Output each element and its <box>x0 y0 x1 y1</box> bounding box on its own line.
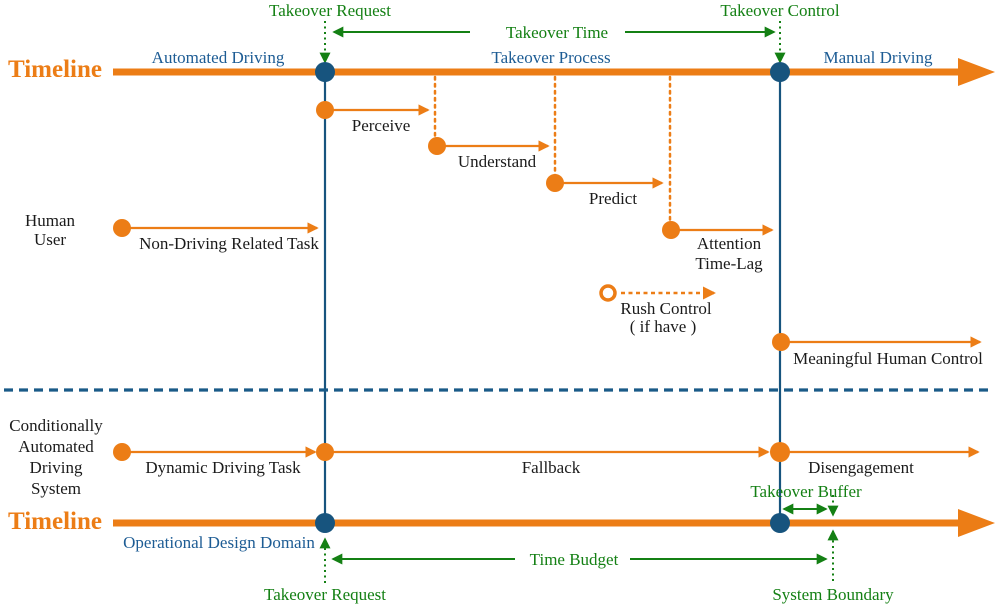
bottom-timeline-title: Timeline <box>8 508 102 535</box>
ndrt-start-dot <box>113 219 131 237</box>
disengagement-label: Disengagement <box>808 458 914 477</box>
takeover-request-bottom-label: Takeover Request <box>263 585 387 604</box>
system-actor-line4: System <box>30 479 82 498</box>
fallback-start-dot <box>316 443 334 461</box>
understand-start-dot <box>428 137 446 155</box>
understand-label: Understand <box>457 152 537 171</box>
non-driving-related-task-label: Non-Driving Related Task <box>139 234 319 253</box>
time-budget-label: Time Budget <box>529 550 619 569</box>
fallback-label: Fallback <box>521 458 581 477</box>
takeover-control-bottom-dot <box>770 513 790 533</box>
takeover-buffer-label: Takeover Buffer <box>750 482 862 501</box>
human-actor-line2: User <box>33 230 67 249</box>
top-timeline-title: Timeline <box>8 56 102 83</box>
takeover-process-label: Takeover Process <box>491 48 611 67</box>
rush-control-label-line1: Rush Control <box>620 299 712 318</box>
system-actor-line2: Automated <box>18 437 94 456</box>
attention-label-line1: Attention <box>696 234 762 253</box>
dynamic-driving-task-label: Dynamic Driving Task <box>145 458 301 477</box>
meaningful-human-control-label: Meaningful Human Control <box>793 349 983 368</box>
manual-driving-label: Manual Driving <box>823 48 933 67</box>
system-boundary-label: System Boundary <box>772 585 894 604</box>
perceive-start-dot <box>316 101 334 119</box>
rush-control-open-dot <box>599 284 617 302</box>
takeover-time-label: Takeover Time <box>505 23 609 42</box>
top-timeline-arrowhead <box>958 58 995 86</box>
disengagement-start-dot <box>770 442 790 462</box>
operational-design-domain-label: Operational Design Domain <box>123 533 315 552</box>
rush-control-label-line2: ( if have ) <box>629 317 697 336</box>
attention-start-dot <box>662 221 680 239</box>
takeover-request-bottom-dot <box>315 513 335 533</box>
takeover-control-label: Takeover Control <box>720 1 840 20</box>
predict-start-dot <box>546 174 564 192</box>
system-actor-line3: Driving <box>29 458 83 477</box>
meaningful-human-control-start-dot <box>772 333 790 351</box>
takeover-request-top-dot <box>315 62 335 82</box>
automated-driving-label: Automated Driving <box>151 48 285 67</box>
attention-label-line2: Time-Lag <box>695 254 763 273</box>
perceive-label: Perceive <box>351 116 411 135</box>
dynamic-driving-task-start-dot <box>113 443 131 461</box>
system-actor-line1: Conditionally <box>9 416 103 435</box>
human-actor-line1: Human <box>24 211 76 230</box>
predict-label: Predict <box>588 189 638 208</box>
takeover-request-top-label: Takeover Request <box>268 1 392 20</box>
bottom-timeline-arrowhead <box>958 509 995 537</box>
takeover-control-top-dot <box>770 62 790 82</box>
